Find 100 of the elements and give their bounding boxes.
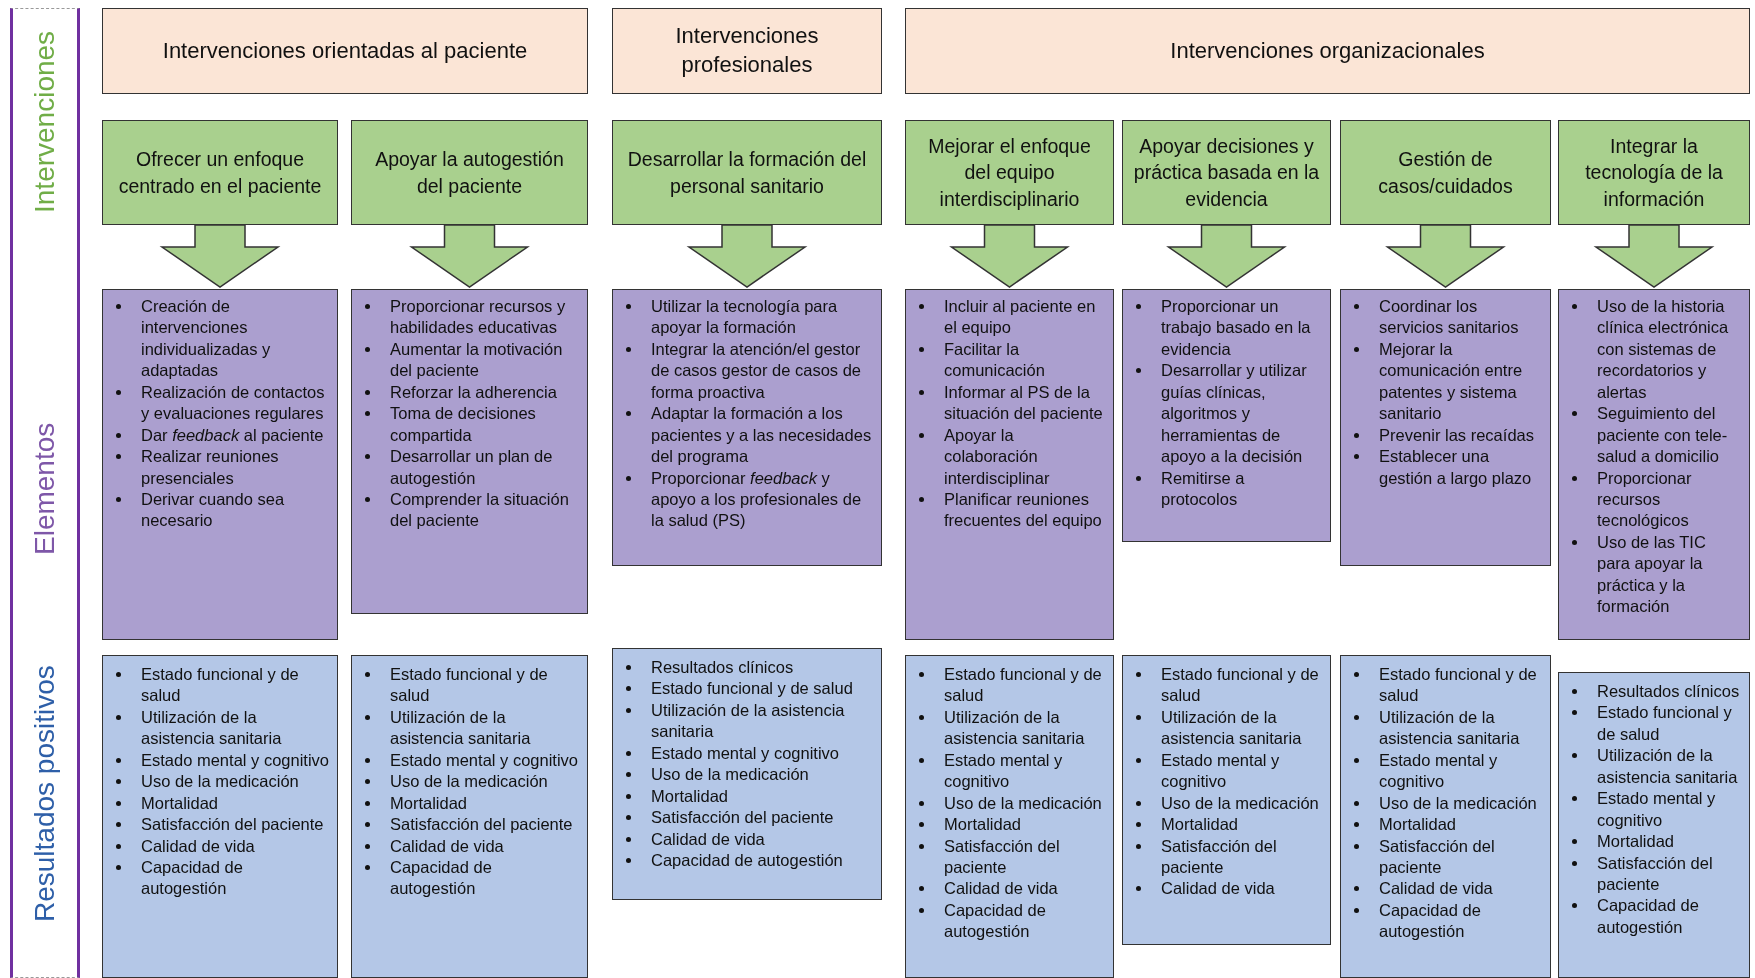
bullet-item: Comprender la situación del paciente — [390, 489, 569, 530]
bullet-item: Estado mental y cognitivo — [651, 743, 840, 762]
bullet-item: Estado mental y cognitivo — [1161, 750, 1280, 791]
bullet-item: Estado funcional y de salud — [1161, 665, 1319, 705]
bullet-item: Resultados clínicos — [651, 658, 794, 676]
row-label: Resultados positivos — [28, 664, 61, 925]
bullet-item: Uso de la medicación — [651, 765, 809, 784]
block-arrow — [1166, 224, 1287, 288]
bullet-item: Derivar cuando sea necesario — [141, 489, 285, 530]
bullet-item: Uso de la medicación — [141, 772, 299, 791]
bullet-item: Satisfacción del paciente — [141, 815, 324, 834]
bullet-item: Estado funcional y de salud — [944, 665, 1102, 705]
intervention-title: Ofrecer un enfoque centrado en el paciente — [117, 147, 323, 199]
bullet-item: Utilizar la tecnología para apoyar la formación — [651, 297, 838, 337]
outcomes-box — [612, 648, 882, 900]
elements-box — [351, 289, 588, 614]
bullet-item: Capacidad de autogestión — [944, 900, 1046, 941]
elements-box — [612, 289, 882, 566]
bullet-item: Utilización de la asistencia sanitaria — [141, 707, 282, 748]
bullet-item: Seguimiento del paciente con tele-salud a domicilio — [1597, 404, 1728, 466]
bullet-item: Realizar reuniones presenciales — [141, 447, 279, 487]
row-label: Intervenciones — [28, 29, 61, 216]
bullet-item: Creación de intervenciones individualizadas y adaptadas — [141, 297, 271, 380]
bullet-item: Utilización de la asistencia sanitaria — [1597, 746, 1738, 786]
bullet-item: Calidad de vida — [1379, 879, 1493, 898]
bullet-item: Estado funcional y de salud — [1597, 703, 1732, 743]
category-header — [905, 8, 1750, 94]
block-arrow — [159, 224, 281, 288]
bullet-item: Planificar reuniones frecuentes del equipo — [944, 489, 1102, 530]
bullet-item: Utilización de la asistencia sanitaria — [1161, 707, 1302, 748]
bullet-item: Satisfacción del paciente — [944, 836, 1060, 876]
bullet-item: Satisfacción del paciente — [1597, 853, 1713, 893]
bullet-item: Estado funcional y de salud — [141, 665, 299, 705]
intervention-box — [612, 120, 882, 225]
bullet-item: Desarrollar y utilizar guías clínicas, algoritmos y herramientas de apoyo a la decisión — [1161, 361, 1307, 466]
block-arrow — [1385, 224, 1506, 288]
bullet-item: Capacidad de autogestión — [1597, 896, 1699, 936]
bullet-item: Estado mental y cognitivo — [1379, 750, 1498, 791]
bullet-item: Estado mental y cognitivo — [390, 750, 579, 769]
header-title: Intervenciones organizacionales — [1170, 36, 1485, 65]
bullet-item: Uso de la medicación — [390, 772, 548, 791]
bullet-item: Coordinar los servicios sanitarios — [1379, 297, 1519, 337]
bullet-item: Estado funcional y de salud — [651, 679, 853, 698]
row-band — [10, 8, 80, 978]
bullet-item: Mortalidad — [1597, 832, 1675, 851]
intervention-title: Desarrollar la formación del personal sanitario — [626, 147, 868, 199]
block-arrow — [409, 224, 530, 288]
bullet-item: Prevenir las recaídas — [1379, 425, 1534, 444]
bullet-item: Uso de las TIC para apoyar la práctica y la formación — [1597, 532, 1706, 616]
bullet-item: Facilitar la comunicación — [944, 339, 1045, 380]
bullet-item: Estado mental y cognitivo — [1597, 789, 1716, 829]
bullet-item: Apoyar la colaboración interdisciplinar — [944, 425, 1050, 487]
bullet-item: Mortalidad — [390, 793, 468, 812]
elements-box — [102, 289, 338, 640]
bullet-item: Resultados clínicos — [1597, 682, 1740, 700]
bullet-item: Mortalidad — [944, 815, 1022, 834]
elements-box — [1122, 289, 1331, 542]
bullet-item: Mejorar la comunicación entre patentes y sistema sanitario — [1379, 339, 1523, 423]
outcomes-box — [905, 655, 1114, 978]
bullet-item: Estado funcional y de salud — [1379, 665, 1537, 705]
bullet-item: Establecer una gestión a largo plazo — [1379, 447, 1532, 487]
outcomes-box — [1340, 655, 1551, 978]
elements-box — [1558, 289, 1750, 640]
row-label: Elementos — [28, 421, 61, 558]
bullet-item: Desarrollar un plan de autogestión — [390, 447, 553, 487]
bullet-item: Mortalidad — [141, 793, 219, 812]
bullet-item: Dar feedback al paciente — [141, 425, 324, 444]
header-title: Intervenciones profesionales — [674, 22, 820, 79]
block-arrow — [686, 224, 808, 288]
outcomes-box — [1122, 655, 1331, 945]
intervention-title: Mejorar el enfoque del equipo interdisciplinario — [927, 134, 1092, 212]
bullet-item: Mortalidad — [651, 786, 729, 805]
bullet-item: Incluir al paciente en el equipo — [944, 297, 1096, 337]
bullet-item: Proporcionar recursos y habilidades educativas — [390, 297, 566, 337]
bullet-item: Uso de la medicación — [944, 793, 1102, 812]
bullet-item: Estado mental y cognitivo — [141, 750, 330, 769]
bullet-item: Satisfacción del paciente — [390, 815, 573, 834]
bullet-item: Proporcionar un trabajo basado en la evidencia — [1161, 297, 1311, 358]
bullet-item: Capacidad de autogestión — [651, 850, 843, 869]
intervention-box — [905, 120, 1114, 225]
bullet-item: Proporcionar feedback y apoyo a los profesionales de la salud (PS) — [651, 468, 862, 530]
outcomes-box — [351, 655, 588, 978]
bullet-item: Estado funcional y de salud — [390, 665, 548, 705]
bullet-item: Satisfacción del paciente — [651, 808, 834, 827]
bullet-item: Calidad de vida — [944, 879, 1058, 898]
bullet-item: Utilización de la asistencia sanitaria — [390, 707, 531, 748]
bullet-item: Uso de la medicación — [1161, 793, 1319, 812]
bullet-item: Calidad de vida — [141, 836, 255, 855]
elements-box — [905, 289, 1114, 640]
bullet-item: Calidad de vida — [390, 836, 504, 855]
intervention-title: Integrar la tecnología de la información — [1584, 134, 1724, 212]
intervention-title: Gestión de casos/cuidados — [1377, 147, 1514, 199]
intervention-title: Apoyar decisiones y práctica basada en la evidencia — [1132, 134, 1321, 212]
bullet-item: Utilización de la asistencia sanitaria — [651, 700, 845, 741]
bullet-item: Satisfacción del paciente — [1161, 836, 1277, 876]
bullet-item: Toma de decisiones compartida — [390, 404, 536, 444]
bullet-item: Capacidad de autogestión — [1379, 900, 1481, 941]
intervention-box — [1340, 120, 1551, 225]
bullet-item: Utilización de la asistencia sanitaria — [944, 707, 1085, 748]
block-arrow — [949, 224, 1070, 288]
